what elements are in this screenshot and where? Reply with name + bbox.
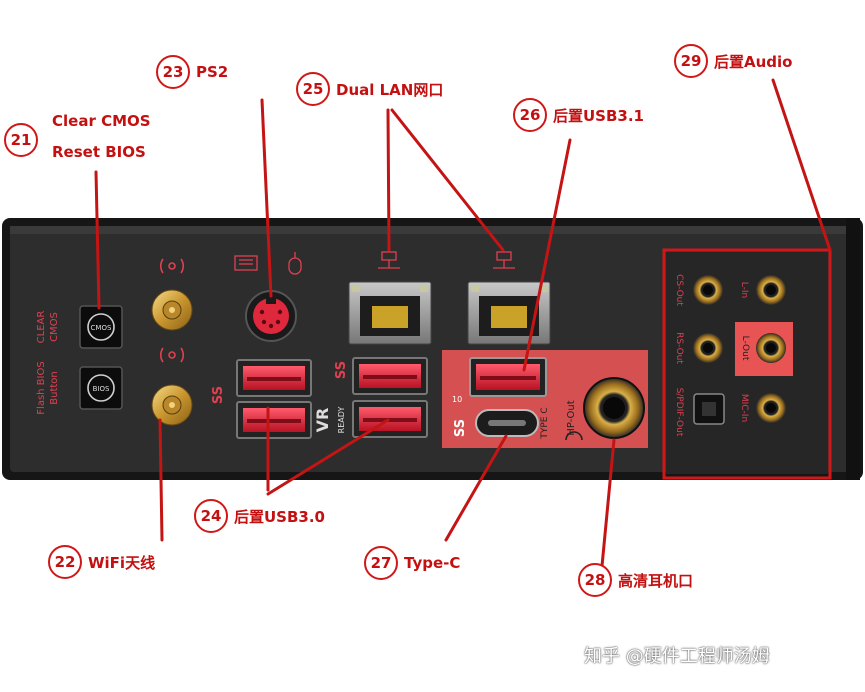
callout-28: 28 高清耳机口 bbox=[578, 563, 693, 597]
ps2-callout-label: PS2 bbox=[196, 63, 229, 81]
mic-in-label: MIC-In bbox=[739, 394, 749, 422]
hp-out-jack[interactable] bbox=[583, 377, 645, 439]
callout-26: 26 后置USB3.1 bbox=[513, 98, 644, 132]
cs-out-label: CS-Out bbox=[674, 274, 684, 306]
mouse-icon bbox=[288, 252, 302, 275]
cmos-button-text: CMOS bbox=[91, 324, 112, 332]
ps2-port[interactable] bbox=[245, 290, 297, 342]
callout-23: 23 PS2 bbox=[156, 55, 228, 89]
callout-21: 21 bbox=[4, 123, 38, 157]
superspeed-10-logo: SS bbox=[453, 419, 468, 437]
hp-out-label: HP-Out bbox=[566, 400, 577, 435]
spdif-optical-port[interactable] bbox=[693, 393, 725, 425]
wifi-icon bbox=[159, 258, 185, 274]
audio-callout-label: 后置Audio bbox=[714, 52, 793, 71]
audio-jack-l-in[interactable] bbox=[756, 275, 786, 305]
superspeed-10-number: 10 bbox=[452, 395, 462, 404]
audio-jack-mic-in[interactable] bbox=[756, 393, 786, 423]
callout-number: 21 bbox=[4, 123, 38, 157]
callout-25: 25 Dual LAN网口 bbox=[296, 72, 443, 106]
callout-number: 25 bbox=[296, 72, 330, 106]
lan-port-2[interactable] bbox=[467, 281, 551, 345]
callout-number: 24 bbox=[194, 499, 228, 533]
type-c-port[interactable] bbox=[475, 409, 539, 437]
keyboard-icon bbox=[234, 255, 258, 271]
dual-lan-callout-label: Dual LAN网口 bbox=[336, 80, 444, 99]
callout-number: 29 bbox=[674, 44, 708, 78]
clear-cmos-button[interactable]: CMOS bbox=[79, 305, 123, 349]
callout-number: 27 bbox=[364, 546, 398, 580]
wifi-icon bbox=[159, 347, 185, 363]
l-in-label: L-In bbox=[739, 282, 749, 298]
rs-out-label: RS-Out bbox=[674, 332, 684, 364]
spdif-out-label: S/PDIF-Out bbox=[674, 388, 684, 437]
network-icon bbox=[378, 251, 400, 269]
callout-29: 29 后置Audio bbox=[674, 44, 792, 78]
network-icon bbox=[493, 251, 515, 269]
wifi-antenna-callout-label: WiFi天线 bbox=[88, 553, 156, 572]
superspeed-logo: SS bbox=[334, 361, 349, 379]
callout-number: 26 bbox=[513, 98, 547, 132]
callout-21-labels: Clear CMOS Reset BIOS bbox=[52, 106, 151, 168]
usb3-port-3[interactable] bbox=[352, 357, 428, 395]
callout-27: 27 Type-C bbox=[364, 546, 460, 580]
callout-22: 22 WiFi天线 bbox=[48, 545, 155, 579]
wifi-antenna-connector-2[interactable] bbox=[151, 384, 193, 426]
audio-jack-rs-out[interactable] bbox=[693, 333, 723, 363]
vr-ready-text: READY bbox=[337, 407, 346, 434]
reset-bios-callout-label: Reset BIOS bbox=[52, 143, 146, 161]
callout-number: 28 bbox=[578, 563, 612, 597]
usb3-port-4[interactable] bbox=[352, 400, 428, 438]
usb31-callout-label: 后置USB3.1 bbox=[553, 106, 644, 125]
l-out-label: L-Out bbox=[740, 336, 750, 361]
headphone-icon bbox=[565, 431, 583, 441]
callout-number: 22 bbox=[48, 545, 82, 579]
callout-24: 24 后置USB3.0 bbox=[194, 499, 325, 533]
hp-jack-callout-label: 高清耳机口 bbox=[618, 571, 694, 590]
bios-button-text: BIOS bbox=[93, 385, 110, 393]
watermark: 知乎 @硬件工程师汤姆 bbox=[584, 646, 770, 667]
usb3-port-2[interactable] bbox=[236, 401, 312, 439]
usb3-port-1[interactable] bbox=[236, 359, 312, 397]
lan-port-1[interactable] bbox=[348, 281, 432, 345]
superspeed-logo: SS bbox=[211, 386, 226, 404]
usb31-port[interactable] bbox=[469, 357, 547, 397]
wifi-antenna-connector-1[interactable] bbox=[151, 289, 193, 331]
type-c-callout-label: Type-C bbox=[404, 554, 461, 572]
type-c-label: TYPE C bbox=[540, 407, 550, 439]
vr-ready-logo: VR bbox=[313, 408, 332, 433]
flash-bios-button[interactable]: BIOS bbox=[79, 366, 123, 410]
audio-jack-l-out[interactable] bbox=[756, 333, 786, 363]
audio-highlight-box bbox=[662, 248, 832, 480]
callout-lines bbox=[94, 78, 832, 568]
usb30-callout-label: 后置USB3.0 bbox=[234, 507, 325, 526]
audio-jack-cs-out[interactable] bbox=[693, 275, 723, 305]
callout-number: 23 bbox=[156, 55, 190, 89]
clear-cmos-callout-label: Clear CMOS bbox=[52, 112, 151, 130]
